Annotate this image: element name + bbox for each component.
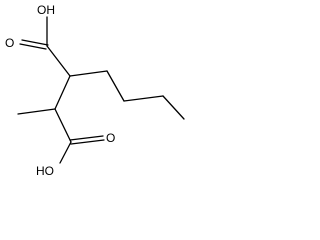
bond-c4-o-double-a bbox=[69, 135, 104, 141]
atom-label-ho-bottom: HO bbox=[36, 164, 54, 178]
bond-c2-c5 bbox=[69, 70, 108, 77]
bond-c1-c2 bbox=[46, 45, 71, 77]
bond-c7-c8 bbox=[162, 95, 185, 120]
bond-c3-c4 bbox=[54, 108, 72, 143]
atom-label-o-top: O bbox=[5, 36, 14, 50]
bond-c1-o-double-a bbox=[21, 39, 49, 46]
bond-c3-methyl bbox=[17, 108, 56, 115]
bond-c6-c7 bbox=[123, 95, 164, 102]
bond-c1-o-double-b bbox=[19, 43, 47, 50]
bond-c2-c3 bbox=[54, 75, 71, 110]
bond-c5-c6 bbox=[106, 70, 125, 102]
chemical-structure-diagram: OH O O HO bbox=[5, 3, 185, 178]
atom-label-o-bottom: O bbox=[106, 131, 115, 145]
bond-c4-o-double-b bbox=[70, 139, 105, 145]
atom-label-oh-top: OH bbox=[37, 3, 55, 17]
bond-c4-oh-bottom bbox=[59, 141, 72, 164]
